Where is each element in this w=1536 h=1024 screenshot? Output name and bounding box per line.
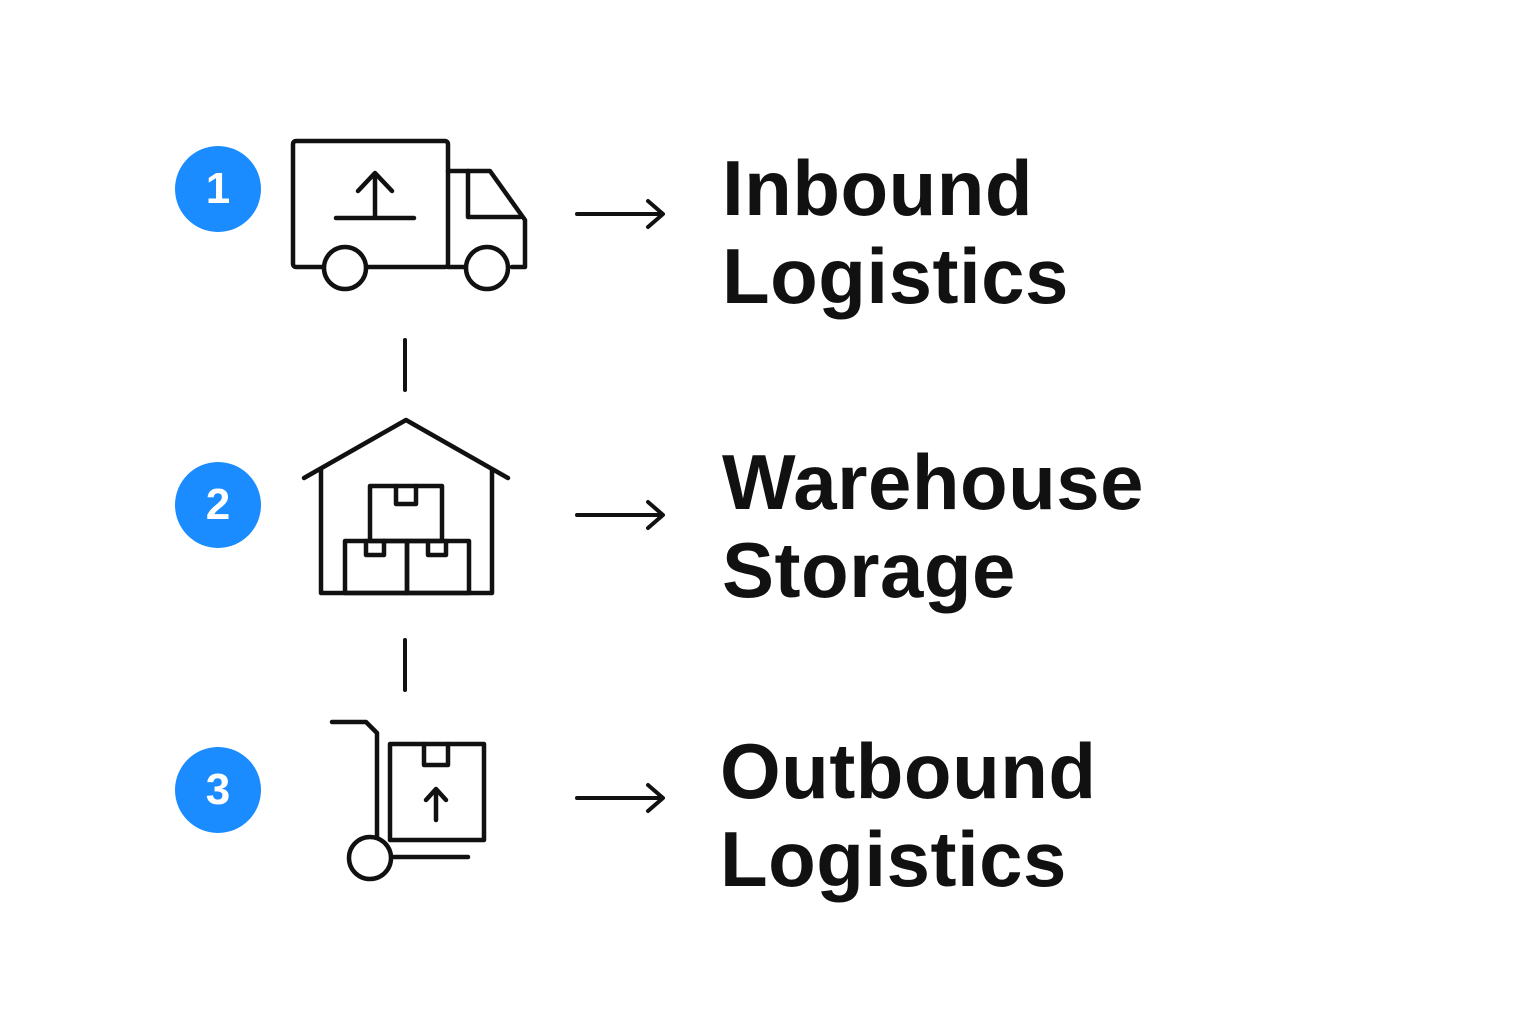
step-3-label-line1: Outbound [720,727,1097,815]
delivery-truck-icon [290,138,528,292]
warehouse-icon [301,417,511,596]
step-1-label: Inbound Logistics [722,144,1069,320]
step-1-label-line1: Inbound [722,144,1034,232]
step-2-label: Warehouse Storage [722,438,1144,614]
step-1-arrow [575,199,665,229]
step-3-arrow [575,783,665,813]
step-2-label-line2: Storage [722,526,1016,614]
step-2-number-badge: 2 [175,462,261,548]
step-3-label: Outbound Logistics [720,727,1097,903]
step-3-label-line2: Logistics [720,815,1067,903]
step-2-arrow [575,500,665,530]
connector-line-2-3 [403,638,407,692]
step-1-number-badge: 1 [175,146,261,232]
step-3-number-badge: 3 [175,747,261,833]
step-1-label-line2: Logistics [722,232,1069,320]
step-2-label-line1: Warehouse [722,438,1145,526]
connector-line-1-2 [403,338,407,392]
hand-truck-icon [329,719,487,882]
